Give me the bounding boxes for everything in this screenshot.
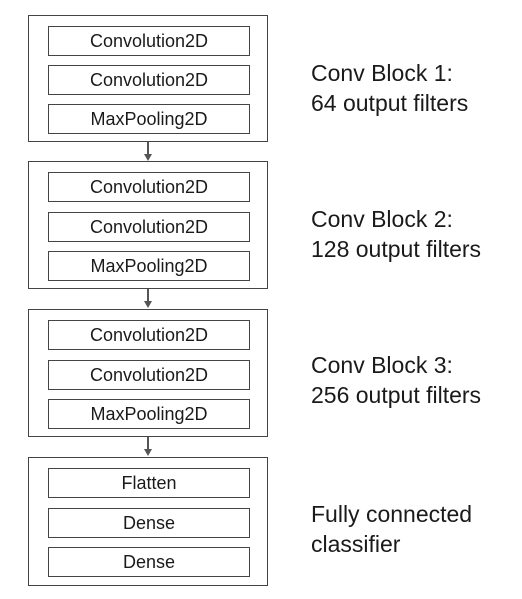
- caption-title: Conv Block 2:: [311, 206, 453, 232]
- conv-block-1-caption: Conv Block 1: 64 output filters: [311, 58, 468, 118]
- arrow-down-icon: [144, 154, 152, 161]
- connector-line: [147, 289, 149, 301]
- arrow-down-icon: [144, 301, 152, 308]
- layer-convolution2d: Convolution2D: [48, 212, 250, 242]
- caption-title: Conv Block 1:: [311, 60, 453, 86]
- connector-line: [147, 142, 149, 154]
- layer-dense: Dense: [48, 547, 250, 577]
- layer-dense: Dense: [48, 508, 250, 538]
- classifier-block-caption: Fully connected classifier: [311, 499, 472, 559]
- layer-convolution2d: Convolution2D: [48, 320, 250, 350]
- layer-convolution2d: Convolution2D: [48, 360, 250, 390]
- layer-convolution2d: Convolution2D: [48, 26, 250, 56]
- conv-block-3: Convolution2D Convolution2D MaxPooling2D: [28, 309, 268, 437]
- caption-detail: 64 output filters: [311, 90, 469, 116]
- layer-convolution2d: Convolution2D: [48, 172, 250, 202]
- caption-detail: 256 output filters: [311, 382, 482, 408]
- caption-title: Fully connected: [311, 501, 473, 527]
- conv-block-2-caption: Conv Block 2: 128 output filters: [311, 204, 481, 264]
- layer-maxpooling2d: MaxPooling2D: [48, 399, 250, 429]
- caption-title: Conv Block 3:: [311, 352, 453, 378]
- layer-convolution2d: Convolution2D: [48, 65, 250, 95]
- layer-maxpooling2d: MaxPooling2D: [48, 251, 250, 281]
- caption-detail: classifier: [311, 531, 401, 557]
- conv-block-2: Convolution2D Convolution2D MaxPooling2D: [28, 161, 268, 289]
- arrow-down-icon: [144, 449, 152, 456]
- conv-block-3-caption: Conv Block 3: 256 output filters: [311, 350, 481, 410]
- conv-block-1: Convolution2D Convolution2D MaxPooling2D: [28, 15, 268, 142]
- layer-flatten: Flatten: [48, 468, 250, 498]
- caption-detail: 128 output filters: [311, 236, 482, 262]
- layer-maxpooling2d: MaxPooling2D: [48, 104, 250, 134]
- classifier-block: Flatten Dense Dense: [28, 457, 268, 586]
- connector-line: [147, 437, 149, 449]
